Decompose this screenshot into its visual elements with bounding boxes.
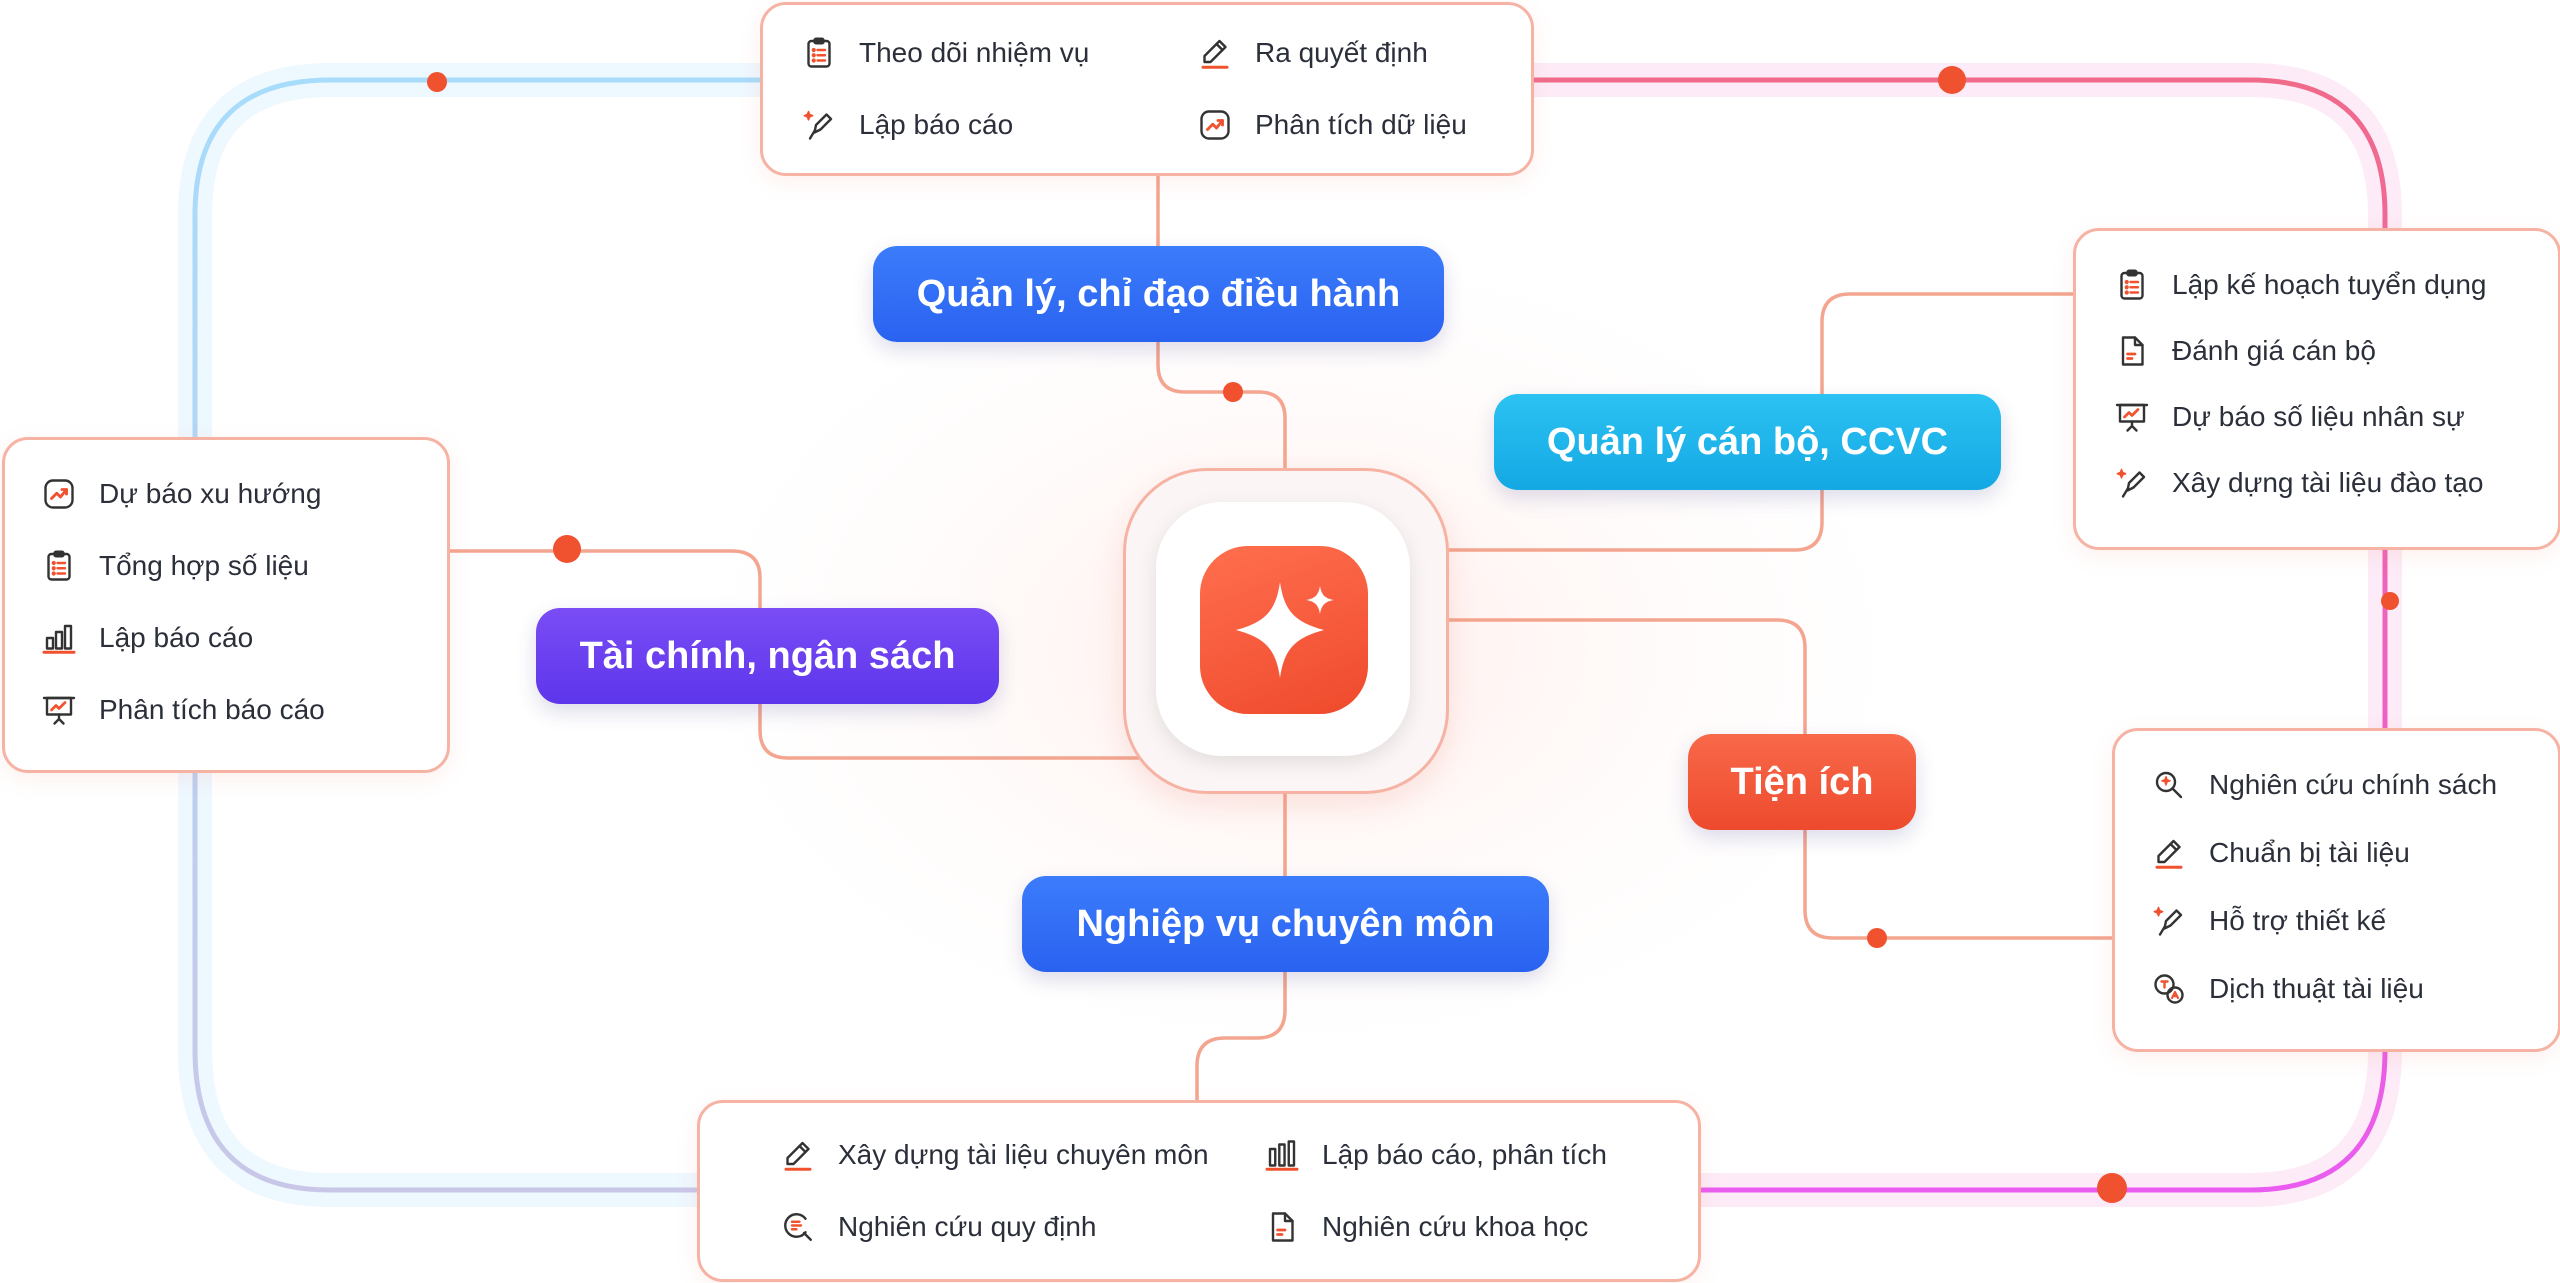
category-staff[interactable]: Quản lý cán bộ, CCVC xyxy=(1494,394,2001,490)
search-sparkle-icon xyxy=(2155,771,2183,799)
list-item[interactable]: Nghiên cứu khoa học xyxy=(1264,1209,1588,1245)
item-label: Theo dõi nhiệm vụ xyxy=(859,37,1090,68)
ai-hub-button[interactable] xyxy=(1200,546,1368,714)
box-staff-tasks: Lập kế hoạch tuyển dụng Đánh giá cán bộ … xyxy=(2073,228,2560,550)
list-item[interactable]: Phân tích dữ liệu xyxy=(1197,107,1467,143)
list-item[interactable]: Lập kế hoạch tuyển dụng xyxy=(2114,267,2486,303)
clipboard-list-icon xyxy=(2120,269,2144,300)
item-label: Phân tích báo cáo xyxy=(99,694,325,725)
list-item[interactable]: Phân tích báo cáo xyxy=(41,692,325,728)
box-management-tasks: Theo dõi nhiệm vụ Ra quyết định Lập báo … xyxy=(760,2,1534,176)
bar-chart-icon xyxy=(1265,1140,1299,1171)
item-label: Đánh giá cán bộ xyxy=(2172,335,2376,366)
box-utility-tasks: Nghiên cứu chính sách Chuẩn bị tài liệu … xyxy=(2112,728,2560,1052)
list-item[interactable]: Ra quyết định xyxy=(1197,35,1428,71)
list-item[interactable]: Tổng hợp số liệu xyxy=(41,548,309,584)
box-finance-tasks: Dự báo xu hướng Tổng hợp số liệu Lập báo… xyxy=(2,437,450,773)
list-item[interactable]: Hỗ trợ thiết kế xyxy=(2151,903,2386,939)
trend-chart-icon xyxy=(44,479,74,509)
pen-icon xyxy=(2155,839,2183,869)
item-label: Hỗ trợ thiết kế xyxy=(2209,905,2387,936)
item-label: Lập kế hoạch tuyển dụng xyxy=(2172,269,2487,300)
item-label: Lập báo cáo xyxy=(859,109,1014,140)
magic-pen-icon xyxy=(2153,906,2183,936)
presentation-icon xyxy=(42,696,76,725)
item-label: Xây dựng tài liệu chuyên môn xyxy=(838,1139,1209,1170)
list-item[interactable]: Xây dựng tài liệu chuyên môn xyxy=(780,1137,1209,1173)
list-item[interactable]: Xây dựng tài liệu đào tạo xyxy=(2114,465,2483,501)
sparkle-icon xyxy=(1236,582,1334,678)
list-item[interactable]: Lập báo cáo, phân tích xyxy=(1264,1137,1607,1173)
search-doc-icon xyxy=(784,1213,812,1241)
clipboard-list-icon xyxy=(807,37,831,68)
list-item[interactable]: Chuẩn bị tài liệu xyxy=(2151,835,2410,871)
bar-chart-icon xyxy=(42,624,76,654)
category-utility[interactable]: Tiện ích xyxy=(1688,734,1916,830)
presentation-icon xyxy=(2115,403,2149,432)
list-item[interactable]: Theo dõi nhiệm vụ xyxy=(801,35,1089,71)
document-icon xyxy=(1271,1212,1294,1242)
item-label: Lập báo cáo xyxy=(99,622,254,653)
item-label: Dự báo số liệu nhân sự xyxy=(2172,401,2465,432)
list-item[interactable]: Dự báo xu hướng xyxy=(41,476,321,512)
document-icon xyxy=(2121,336,2144,366)
list-item[interactable]: Lập báo cáo xyxy=(41,620,253,656)
item-label: Lập báo cáo, phân tích xyxy=(1322,1139,1607,1170)
item-label: Dự báo xu hướng xyxy=(99,478,322,509)
pen-icon xyxy=(784,1141,812,1171)
item-label: Dịch thuật tài liệu xyxy=(2209,973,2424,1004)
item-label: Chuẩn bị tài liệu xyxy=(2209,837,2410,868)
category-finance[interactable]: Tài chính, ngân sách xyxy=(536,608,999,704)
item-label: Nghiên cứu khoa học xyxy=(1322,1211,1589,1242)
clipboard-list-icon xyxy=(47,550,71,581)
trend-chart-icon xyxy=(1200,110,1230,140)
magic-pen-icon xyxy=(803,110,833,140)
pen-icon xyxy=(1201,39,1229,69)
list-item[interactable]: Dịch thuật tài liệu xyxy=(2151,971,2424,1007)
translate-icon xyxy=(2154,974,2184,1004)
category-management[interactable]: Quản lý, chỉ đạo điều hành xyxy=(873,246,1444,342)
list-item[interactable]: Lập báo cáo xyxy=(801,107,1013,143)
item-label: Nghiên cứu quy định xyxy=(838,1211,1097,1242)
magic-pen-icon xyxy=(2116,468,2146,498)
list-item[interactable]: Nghiên cứu chính sách xyxy=(2151,767,2497,803)
list-item[interactable]: Nghiên cứu quy định xyxy=(780,1209,1096,1245)
connector-dots xyxy=(427,66,2399,1203)
item-label: Ra quyết định xyxy=(1255,37,1428,68)
list-item[interactable]: Dự báo số liệu nhân sự xyxy=(2114,399,2465,435)
item-label: Nghiên cứu chính sách xyxy=(2209,769,2498,800)
item-label: Phân tích dữ liệu xyxy=(1255,109,1467,140)
category-professional[interactable]: Nghiệp vụ chuyên môn xyxy=(1022,876,1549,972)
list-item[interactable]: Đánh giá cán bộ xyxy=(2114,333,2376,369)
item-label: Tổng hợp số liệu xyxy=(99,550,309,581)
box-professional-tasks: Xây dựng tài liệu chuyên môn Lập báo cáo… xyxy=(697,1100,1701,1282)
item-label: Xây dựng tài liệu đào tạo xyxy=(2172,467,2484,498)
